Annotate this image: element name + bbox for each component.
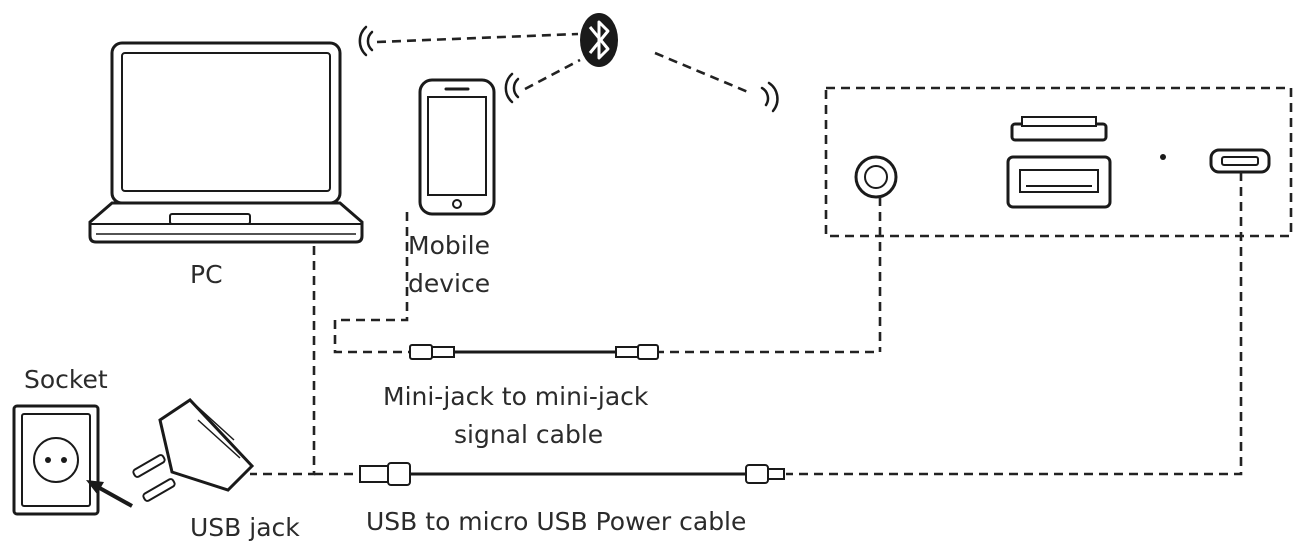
mobile-label-line1: Mobile: [408, 231, 490, 260]
led-indicator: [1160, 154, 1166, 160]
pc-usb-link: [250, 246, 316, 476]
speaker-power-link: [786, 172, 1243, 476]
minijack-cable-label-line1: Mini-jack to mini-jack: [383, 382, 649, 411]
usb-port-icon: [1006, 116, 1112, 209]
micro-usb-port-icon: [1209, 148, 1271, 174]
wireless-signal-icon: [760, 81, 779, 113]
smartphone-icon: [418, 78, 496, 216]
wireless-signal-icon: [358, 25, 374, 57]
pc-audio-link: [333, 212, 410, 354]
minijack-cable-label-line2: signal cable: [454, 420, 603, 449]
socket-label: Socket: [24, 365, 108, 394]
power-adapter-icon: [132, 398, 255, 502]
bt-link-mobile: [524, 58, 581, 91]
wall-socket-icon: [12, 404, 100, 516]
mobile-label-line2: device: [408, 269, 490, 298]
bt-link-speaker: [654, 51, 749, 94]
usb-cable-label: USB to micro USB Power cable: [366, 507, 746, 536]
usb-plug-icon: [359, 462, 422, 486]
minijack-plug-icon: [608, 344, 659, 360]
minijack-plug-icon: [409, 344, 462, 360]
pc-label: PC: [190, 260, 223, 289]
audio-jack-port-icon: [854, 155, 898, 199]
wireless-signal-icon: [504, 72, 520, 104]
bluetooth-icon: [580, 13, 618, 67]
usb-jack-label: USB jack: [190, 513, 300, 542]
micro-usb-plug-icon: [736, 464, 785, 484]
bt-link-pc: [376, 32, 579, 44]
device-panel: [824, 86, 1293, 238]
arrow-icon: [86, 480, 133, 508]
laptop-icon: [88, 41, 364, 244]
